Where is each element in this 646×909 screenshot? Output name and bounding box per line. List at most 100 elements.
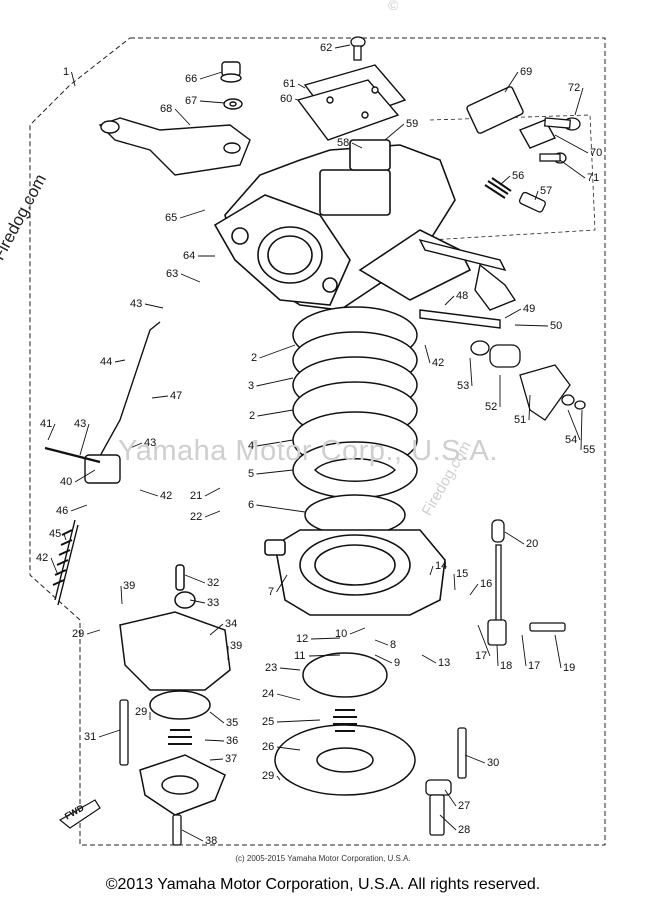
watermark-corner-top-right: © (388, 0, 399, 13)
callout-30: 30 (487, 757, 500, 769)
callout-15: 15 (456, 568, 469, 580)
leader-line (424, 344, 431, 364)
leader-line (297, 83, 306, 89)
forward-arrow (58, 799, 101, 829)
callout-53: 53 (457, 380, 470, 392)
leader-line (259, 344, 296, 359)
callout-55: 55 (583, 444, 596, 456)
callout-59: 59 (406, 118, 419, 130)
callout-10: 10 (335, 628, 348, 640)
callout-3: 3 (248, 380, 255, 392)
callout-9: 9 (394, 657, 401, 669)
leader-line (199, 71, 223, 80)
callout-71: 71 (587, 172, 600, 184)
leader-line (469, 583, 479, 596)
callout-17: 17 (528, 660, 541, 672)
leader-line (534, 190, 539, 201)
leader-line (184, 574, 206, 584)
callout-62: 62 (320, 42, 333, 54)
callout-50: 50 (550, 320, 563, 332)
callout-42: 42 (432, 357, 445, 369)
leader-line (129, 442, 143, 449)
callout-21: 21 (190, 490, 203, 502)
leader-line (179, 209, 206, 219)
throttle-linkage (418, 86, 556, 329)
leader-line (144, 303, 164, 309)
callout-57: 57 (540, 185, 553, 197)
fuel-pump-assembly (119, 564, 231, 816)
leader-line (504, 71, 519, 93)
leader-lines (47, 44, 589, 842)
callout-19: 19 (563, 662, 576, 674)
leader-line (554, 634, 562, 669)
leader-line (554, 134, 589, 154)
leader-line (114, 359, 126, 363)
callout-39: 39 (230, 640, 243, 652)
leader-line (256, 377, 294, 387)
leader-line (209, 623, 224, 636)
callout-69: 69 (520, 66, 533, 78)
callout-58: 58 (337, 137, 350, 149)
callout-4: 4 (248, 440, 255, 452)
callout-43: 43 (144, 437, 157, 449)
leader-line (50, 557, 59, 576)
leader-line (444, 789, 457, 807)
leader-line (580, 409, 583, 451)
callout-70: 70 (590, 147, 603, 159)
callout-42: 42 (160, 490, 173, 502)
callout-43: 43 (74, 418, 87, 430)
leader-line (63, 533, 67, 541)
copyright-main: ©2013 Yamaha Motor Corporation, U.S.A. A… (105, 876, 541, 893)
leader-line (439, 814, 457, 831)
choke-rod-and-spring (44, 321, 161, 606)
callout-5: 5 (248, 468, 255, 480)
leader-line (453, 573, 456, 591)
copyright-small: (c) 2005-2015 Yamaha Motor Corporation, … (235, 854, 411, 863)
callout-54: 54 (565, 434, 578, 446)
assembly-boundary (29, 37, 606, 846)
callout-1: 1 (63, 66, 70, 78)
callout-29: 29 (262, 770, 275, 782)
leader-line (294, 98, 299, 101)
callout-8: 8 (390, 639, 397, 651)
shaft-and-arm (487, 519, 507, 646)
leader-line (174, 108, 191, 126)
leader-line (139, 489, 159, 497)
gasket-stack (292, 306, 418, 536)
callout-67: 67 (185, 95, 198, 107)
pump-body (264, 529, 446, 616)
callout-2: 2 (249, 410, 256, 422)
leader-line (384, 123, 405, 141)
callout-49: 49 (523, 303, 536, 315)
callout-32: 32 (207, 577, 220, 589)
leader-line (310, 637, 341, 640)
leader-line (477, 624, 491, 657)
callout-24: 24 (262, 688, 275, 700)
callout-63: 63 (166, 268, 179, 280)
leader-line (256, 504, 306, 513)
callout-61: 61 (283, 78, 296, 90)
leader-line (429, 565, 434, 576)
leader-line (257, 409, 294, 417)
leader-line (70, 504, 88, 512)
callout-66: 66 (185, 73, 198, 85)
callout-43: 43 (130, 298, 143, 310)
leader-line (181, 829, 204, 842)
callout-7: 7 (268, 586, 275, 598)
callout-33: 33 (207, 597, 220, 609)
callout-37: 37 (225, 753, 238, 765)
leader-line (204, 510, 221, 518)
callout-6: 6 (248, 499, 255, 511)
leader-line (204, 487, 221, 497)
leader-line (276, 719, 321, 723)
leader-line (349, 627, 366, 635)
callout-60: 60 (280, 93, 293, 105)
screws (350, 36, 581, 213)
leader-line (151, 395, 169, 399)
callout-16: 16 (480, 578, 493, 590)
callout-40: 40 (60, 476, 73, 488)
leader-line (504, 531, 525, 545)
callout-12: 12 (296, 633, 309, 645)
callout-44: 44 (100, 356, 113, 368)
